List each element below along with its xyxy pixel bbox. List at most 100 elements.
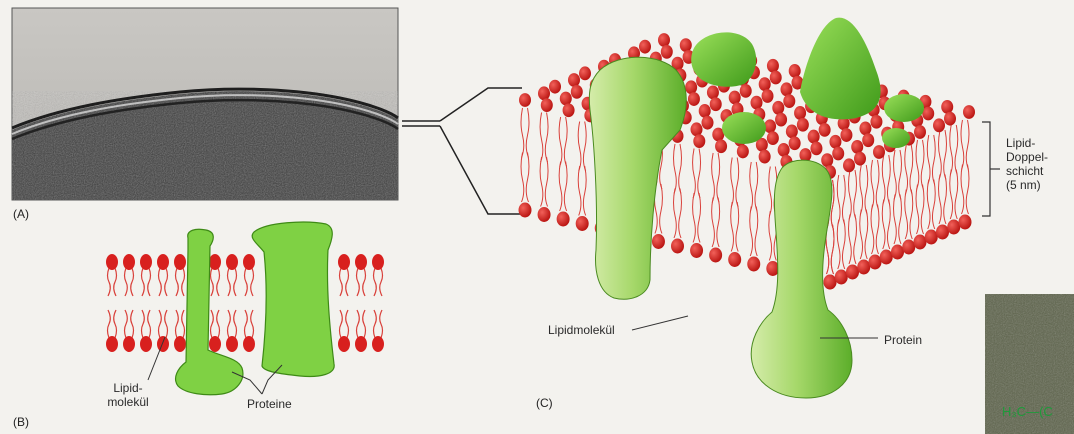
lipid-tail: [966, 165, 969, 215]
lipid-tail: [526, 108, 529, 158]
lipid-head: [338, 336, 350, 352]
lipid-head: [658, 33, 670, 47]
lipid-head: [786, 125, 798, 139]
lipid-head: [759, 150, 771, 164]
lipid-tail: [564, 162, 567, 212]
lipid-head: [661, 45, 673, 59]
lipid-tail: [932, 135, 935, 185]
lipid-molecule: [226, 310, 238, 352]
lipid-tail: [944, 175, 947, 225]
lipid-tail: [750, 207, 753, 257]
lipid-head: [794, 106, 806, 120]
lipid-tail: [860, 165, 863, 215]
lipid-tail: [211, 268, 214, 296]
lipid-tail: [887, 155, 890, 205]
lipid-head: [751, 96, 763, 110]
lipid-tail: [363, 268, 366, 296]
lipid-tail: [887, 200, 890, 250]
lipid-tail: [882, 200, 885, 250]
lipid-tail: [182, 310, 185, 338]
lipid-tail: [374, 268, 377, 296]
lipid-tail: [357, 268, 360, 296]
lipid-head: [747, 257, 760, 272]
lipid-tail: [698, 193, 701, 243]
lipid-molecule: [226, 254, 238, 296]
lipid-tail: [545, 157, 548, 207]
lipid-tail: [961, 120, 964, 170]
lipid-tail: [871, 160, 874, 210]
panel-b-lipid-label: Lipid- molekül: [96, 381, 160, 409]
lipid-head: [759, 77, 771, 91]
lipid-head: [372, 336, 384, 352]
lipid-tail: [955, 170, 958, 220]
lipid-tail: [698, 149, 701, 199]
lipid-head: [560, 92, 572, 106]
lipid-tail: [346, 268, 349, 296]
lipid-tail: [693, 149, 696, 199]
corner-formula: H₃C—(C: [1002, 404, 1053, 419]
lipid-molecule: [140, 310, 152, 352]
lipid-tail: [165, 268, 168, 296]
lipid-tail: [245, 310, 248, 338]
lipid-tail: [108, 310, 111, 338]
lipid-molecule: [106, 310, 118, 352]
lipid-head: [538, 207, 551, 222]
lipid-head: [688, 92, 700, 106]
lipid-head: [355, 336, 367, 352]
lipid-head: [767, 59, 779, 73]
lipid-head: [846, 265, 859, 280]
lipid-tail: [578, 122, 581, 172]
lipid-tail: [842, 175, 845, 225]
lipid-head: [789, 136, 801, 150]
lipid-tail: [865, 165, 868, 215]
lipid-head: [691, 122, 703, 136]
lipid-head: [579, 66, 591, 80]
lipid-head: [829, 135, 841, 149]
lipid-tail: [540, 157, 543, 207]
lipid-tail: [374, 310, 377, 338]
lipid-tail: [731, 158, 734, 208]
lipid-tail: [950, 170, 953, 220]
lipid-head: [680, 38, 692, 52]
lipid-head: [959, 215, 972, 230]
lipid-head: [729, 91, 741, 105]
lipid-head: [563, 103, 575, 117]
lipid-tail: [905, 145, 908, 195]
lipid-head: [808, 130, 820, 144]
lipid-tail: [939, 130, 942, 180]
lipid-head: [123, 254, 135, 270]
lipid-tail: [910, 145, 913, 195]
protein-shape: [691, 32, 756, 86]
lipid-head: [519, 93, 531, 107]
protein-shape: [252, 222, 334, 376]
lipid-tail: [755, 162, 758, 212]
lipid-head: [843, 158, 855, 172]
lipid-tail: [693, 193, 696, 243]
lipid-tail: [950, 125, 953, 175]
lipid-tail: [340, 310, 343, 338]
lipid-tail: [674, 144, 677, 194]
lipid-tail: [769, 167, 772, 217]
lipid-tail: [521, 108, 524, 158]
lipid-head: [639, 40, 651, 54]
lipid-tail: [234, 268, 237, 296]
lipid-tail: [148, 310, 151, 338]
lipid-head: [693, 134, 705, 148]
lipid-head: [767, 131, 779, 145]
lipid-head: [541, 98, 553, 112]
lipid-head: [715, 139, 727, 153]
lipid-head: [870, 115, 882, 129]
lipid-head: [859, 121, 871, 135]
lipid-tail: [125, 268, 128, 296]
lipid-molecule: [243, 310, 255, 352]
lipid-molecule: [140, 254, 152, 296]
lipid-tail: [234, 310, 237, 338]
bilayer-bracket: [982, 122, 1000, 216]
lipid-tail: [521, 153, 524, 203]
lipid-tail: [916, 140, 919, 190]
lipid-head: [699, 104, 711, 118]
lipid-head: [914, 125, 926, 139]
lipid-tail: [114, 310, 117, 338]
lipid-tail: [854, 215, 857, 265]
lipid-head: [709, 248, 722, 263]
